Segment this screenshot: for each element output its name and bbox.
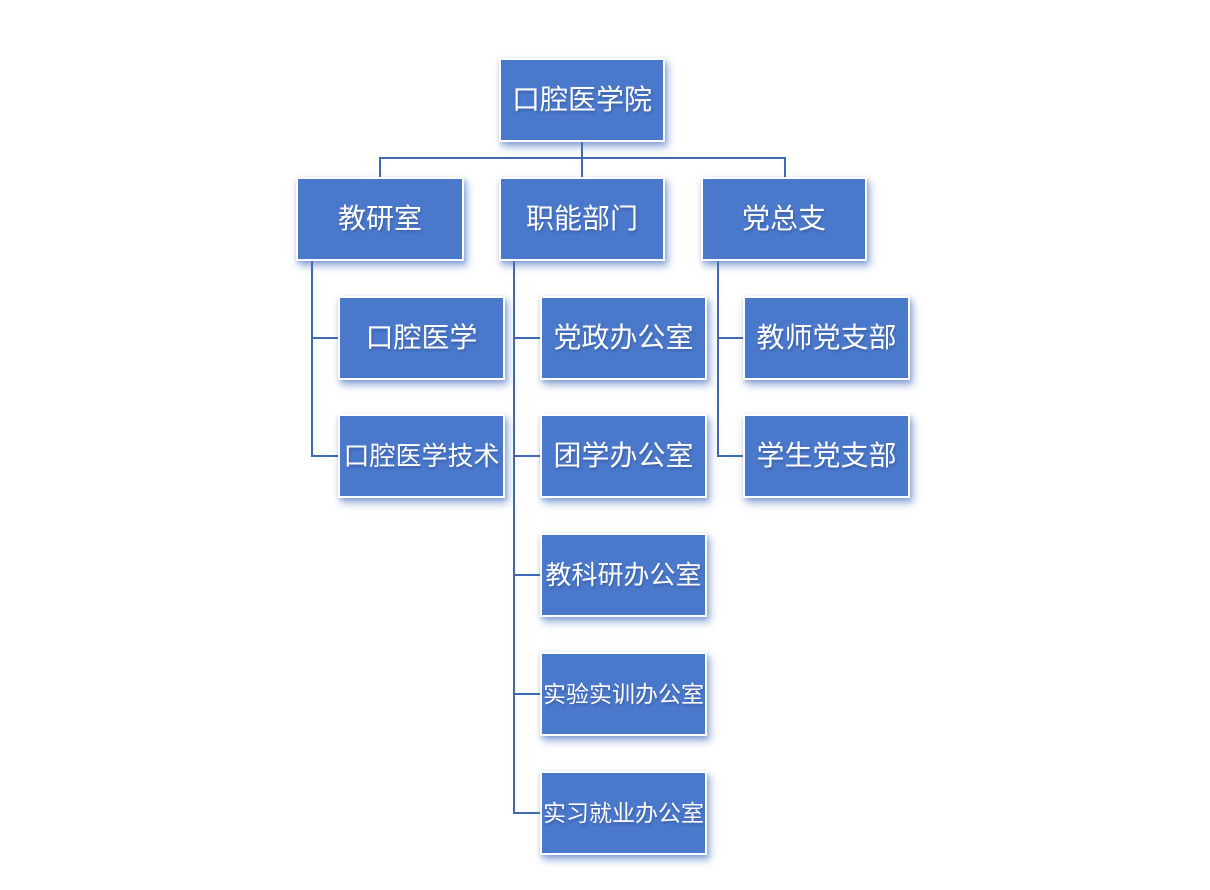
node-teaching-research-office: 教科研办公室 xyxy=(540,533,707,617)
connector-stub-internship-employment-office xyxy=(513,812,541,814)
node-college-root: 口腔医学院 xyxy=(499,58,665,142)
connector-trunk-teaching-research xyxy=(311,260,313,457)
node-stomatology: 口腔医学 xyxy=(338,296,505,380)
connector-stub-teacher-party-branch xyxy=(717,337,744,339)
connector-stub-stomatology xyxy=(311,337,339,339)
node-branch-party-general: 党总支 xyxy=(701,177,867,261)
connector-drop-branch-party xyxy=(784,157,786,178)
node-youth-league-office: 团学办公室 xyxy=(540,414,707,498)
connector-stub-party-admin-office xyxy=(513,337,541,339)
connector-drop-branch-functional xyxy=(581,157,583,178)
node-lab-training-office: 实验实训办公室 xyxy=(540,652,707,736)
node-teacher-party-branch: 教师党支部 xyxy=(743,296,910,380)
connector-root-drop xyxy=(581,141,583,158)
node-party-admin-office: 党政办公室 xyxy=(540,296,707,380)
connector-stub-lab-training-office xyxy=(513,693,541,695)
connector-drop-branch-teaching-research xyxy=(379,157,381,178)
connector-stub-stomatology-technology xyxy=(311,455,339,457)
node-branch-functional-departments: 职能部门 xyxy=(499,177,665,261)
node-student-party-branch: 学生党支部 xyxy=(743,414,910,498)
node-branch-teaching-research: 教研室 xyxy=(296,177,464,261)
node-stomatology-technology: 口腔医学技术 xyxy=(338,414,505,498)
node-internship-employment-office: 实习就业办公室 xyxy=(540,771,707,855)
connector-stub-student-party-branch xyxy=(717,455,744,457)
connector-stub-youth-league-office xyxy=(513,455,541,457)
connector-trunk-party xyxy=(717,260,719,457)
connector-stub-teaching-research-office xyxy=(513,574,541,576)
connector-trunk-functional xyxy=(513,260,515,814)
